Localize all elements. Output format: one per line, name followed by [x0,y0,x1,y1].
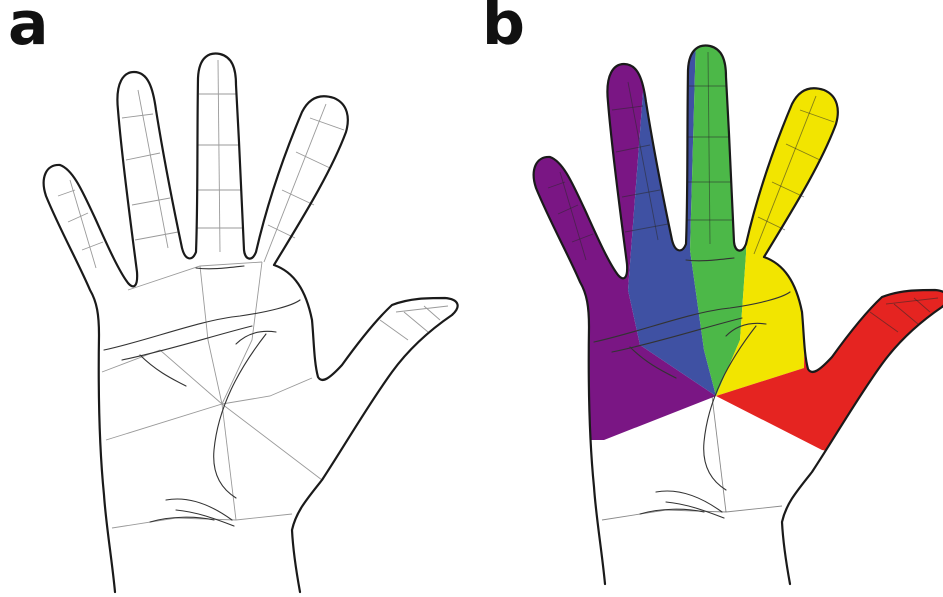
hand-outline-a [44,54,458,592]
hand-outline-b [520,0,943,584]
colored-regions [520,0,943,470]
